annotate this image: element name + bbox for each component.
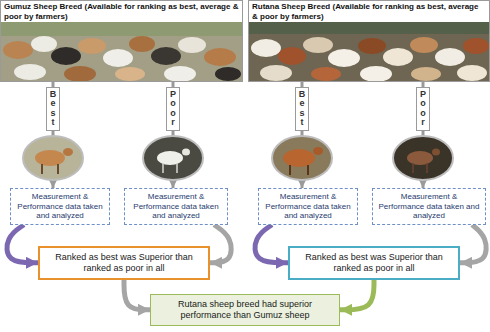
rutana-best-photo bbox=[272, 136, 332, 180]
curved-arrow bbox=[7, 225, 38, 263]
box-text: Measurement & Performance data taken and… bbox=[15, 192, 105, 221]
panel-heading: Gumuz Sheep Breed (Available for ranking… bbox=[1, 1, 242, 22]
arrow-label: Poor bbox=[166, 87, 181, 131]
breed-panel: Gumuz Sheep Breed (Available for ranking… bbox=[0, 0, 243, 82]
curved-arrow bbox=[340, 280, 374, 310]
gumuz-best-photo bbox=[23, 136, 83, 180]
measurement-box: Measurement & Performance data taken and… bbox=[124, 188, 228, 225]
curved-arrow bbox=[255, 225, 288, 263]
ranking-result-box: Ranked as best was Superior than ranked … bbox=[38, 246, 210, 280]
arrow-label: Best bbox=[46, 87, 61, 131]
arrow-label: Best bbox=[295, 87, 310, 131]
gumuz-poor-photo bbox=[143, 136, 203, 180]
box-text: Rutana sheep breed had superior performa… bbox=[157, 299, 333, 321]
curved-arrow bbox=[460, 225, 486, 263]
measurement-box: Measurement & Performance data taken and… bbox=[10, 188, 110, 225]
gumuz-flock-photo bbox=[0, 22, 243, 82]
conclusion-box: Rutana sheep breed had superior performa… bbox=[150, 294, 340, 326]
box-text: Measurement & Performance data taken and… bbox=[263, 192, 353, 221]
panel-heading: Rutana Sheep Breed (Available for rankin… bbox=[249, 1, 489, 22]
ranking-result-box: Ranked as best was Superior than ranked … bbox=[288, 246, 460, 280]
curved-arrow bbox=[124, 280, 150, 310]
rutana-poor-photo bbox=[393, 136, 453, 180]
box-text: Ranked as best was Superior than ranked … bbox=[295, 252, 453, 274]
curved-arrow bbox=[210, 225, 231, 263]
box-text: Ranked as best was Superior than ranked … bbox=[45, 252, 203, 274]
measurement-box: Measurement & Performance data taken and… bbox=[372, 188, 486, 225]
rutana-flock-photo bbox=[248, 22, 490, 82]
breed-panel: Rutana Sheep Breed (Available for rankin… bbox=[248, 0, 490, 82]
arrow-label: Poor bbox=[416, 87, 431, 131]
box-text: Measurement & Performance data taken and… bbox=[129, 192, 223, 221]
box-text: Measurement & Performance data taken and… bbox=[377, 192, 481, 221]
measurement-box: Measurement & Performance data taken and… bbox=[258, 188, 358, 225]
